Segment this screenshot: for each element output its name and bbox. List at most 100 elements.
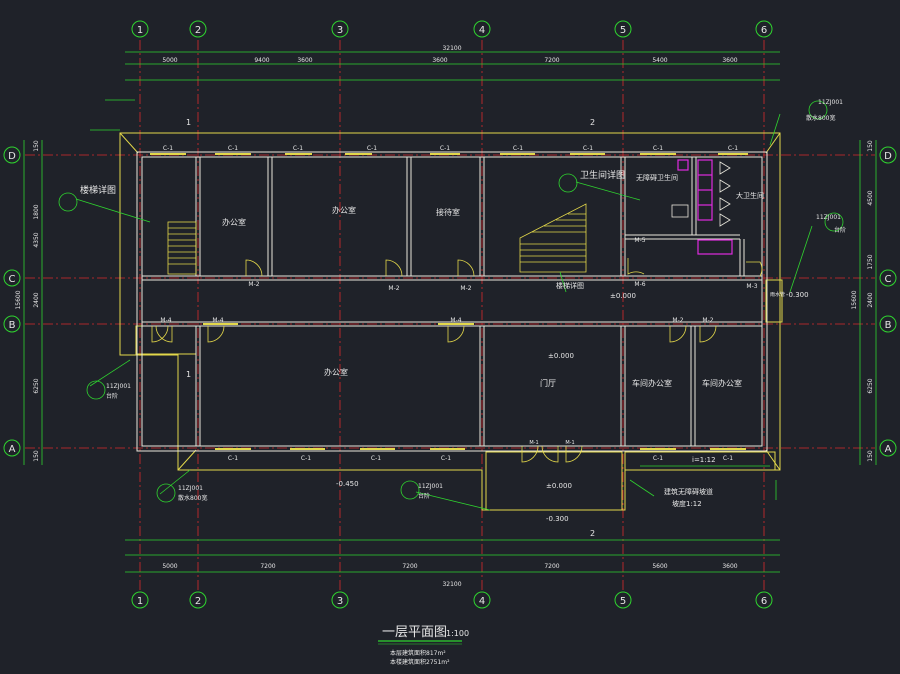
axis-bubble-2: [189, 20, 207, 38]
detail-circle: [400, 480, 420, 500]
dim-left: 4350: [33, 232, 40, 247]
elevation-corridor: ±0.000: [610, 292, 636, 300]
dim-top-bay: 3600: [432, 57, 447, 64]
vanity-fixture: [697, 239, 733, 255]
ramp-note-1: 建筑无障碍坡道: [664, 487, 713, 496]
window-tag-c1: C-1: [301, 455, 311, 462]
door-swing: [541, 445, 559, 463]
ramp-note-2: 坡度1:12: [672, 499, 702, 508]
dim-right: 150: [867, 140, 874, 152]
ramp-slope: i=1:12: [692, 456, 716, 464]
dim-top-bay: 5400: [652, 57, 667, 64]
windows: [150, 153, 748, 450]
window-tag-c1: C-1: [440, 145, 450, 152]
ref-note: 台阶: [418, 492, 430, 500]
dim-bottom-bay: 3600: [722, 563, 737, 570]
exterior-wall-inner: [141, 156, 763, 447]
door-tag-m2: M-2: [388, 285, 399, 292]
elevation-steps: ±0.000: [546, 482, 572, 490]
dim-right: 4500: [867, 190, 874, 205]
window-tag-c1: C-1: [583, 145, 593, 152]
window-tag-c1: C-1: [293, 145, 303, 152]
sink-fixture: [677, 159, 689, 171]
ref-note: 散水800宽: [178, 494, 207, 502]
door-tag-m2: M-2: [672, 317, 683, 324]
detail-circle: [558, 173, 578, 193]
axis-bubble-6: [755, 591, 773, 609]
area-note-2: 本楼建筑面积2751m²: [390, 658, 450, 666]
dim-bottom-bay: 7200: [544, 563, 559, 570]
door-swing: [669, 325, 687, 343]
leaders: [75, 113, 813, 511]
ref-note: 雨水管: [770, 291, 785, 298]
section-mark-2: 2: [590, 118, 595, 127]
dim-left: 150: [33, 450, 40, 462]
axis-label-6: 6: [761, 596, 767, 607]
detail-circle: [58, 192, 78, 212]
ref-note: 台阶: [834, 226, 846, 234]
room-workshop-2: 车间办公室: [702, 378, 742, 388]
axis-label-1: 1: [137, 596, 143, 607]
door-tag-m4: M-4: [212, 317, 223, 324]
axis-label-B: B: [9, 320, 16, 331]
axis-bubble-B: [3, 315, 21, 333]
axis-label-A: A: [9, 444, 16, 455]
dim-left: 150: [33, 140, 40, 152]
axis-label-A: A: [885, 444, 892, 455]
axis-label-C: C: [9, 274, 16, 285]
apron-corner: [119, 132, 139, 154]
room-accessible-wc: 无障碍卫生间: [636, 173, 678, 182]
ref-note: 11ZJ001: [816, 214, 841, 221]
section-mark-2b: 2: [590, 529, 595, 538]
axis-bubble-4: [473, 20, 491, 38]
door-tag-m2: M-2: [248, 281, 259, 288]
axis-bubble-1: [131, 20, 149, 38]
axis-bubble-5: [614, 591, 632, 609]
doors: [151, 258, 763, 463]
room-office-2: 办公室: [332, 205, 356, 215]
walls: [136, 151, 768, 452]
window-tag-c1: C-1: [163, 145, 173, 152]
door-swing: [457, 259, 475, 277]
ref-note: 11ZJ001: [418, 483, 443, 490]
elevation-lobby: ±0.000: [548, 352, 574, 360]
stair-left: [167, 221, 197, 275]
window-tag-c1: C-1: [371, 455, 381, 462]
callout-circles: [58, 100, 844, 503]
stair-left-outline: [167, 221, 197, 275]
axis-bubble-2: [189, 591, 207, 609]
window-tag-c1: C-1: [728, 145, 738, 152]
dim-bottom-bay: 5000: [162, 563, 177, 570]
wc-urinals: [671, 161, 731, 227]
axis-label-2: 2: [195, 596, 201, 607]
axis-label-B: B: [885, 320, 892, 331]
axis-label-5: 5: [620, 596, 626, 607]
window-tag-c1: C-1: [513, 145, 523, 152]
wc-detail-label: 卫生间详图: [580, 169, 625, 181]
room-lobby: 门厅: [540, 378, 556, 388]
door-swing: [746, 261, 763, 277]
axis-bubble-A: [879, 439, 897, 457]
axis-bubble-D: [879, 146, 897, 164]
door-tag-m4: M-4: [160, 317, 171, 324]
axis-label-C: C: [885, 274, 892, 285]
dim-bottom-bay: 5600: [652, 563, 667, 570]
axis-label-1: 1: [137, 25, 143, 36]
window-tag-c1: C-1: [653, 455, 663, 462]
axis-label-3: 3: [337, 25, 343, 36]
door-swing: [155, 325, 173, 343]
axis-label-D: D: [8, 151, 16, 162]
window-tag-c1: C-1: [228, 455, 238, 462]
lobby-steps: [485, 451, 623, 511]
dim-right: 2400: [867, 292, 874, 307]
ref-note: 11ZJ001: [106, 383, 131, 390]
elevation-neg30b: -0.300: [786, 291, 809, 299]
axis-label-4: 4: [479, 25, 485, 36]
annotations: 楼梯详图 卫生间详图 楼梯详图 建筑无障碍坡道 坡度1:12 i=1:12 ±0…: [80, 99, 846, 538]
axis-bubble-A: [3, 439, 21, 457]
dim-left: 1800: [33, 204, 40, 219]
